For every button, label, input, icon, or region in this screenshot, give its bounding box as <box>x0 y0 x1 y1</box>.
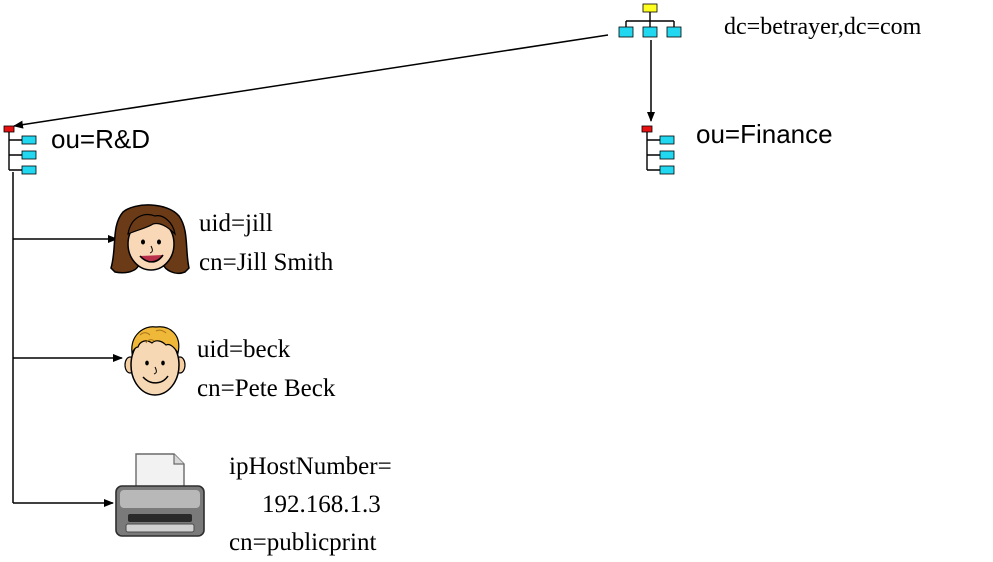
ou-rnd-node[interactable]: ou=R&D <box>3 124 150 175</box>
directory-tree-icon <box>618 3 682 38</box>
entry-jill[interactable]: uid=jill cn=Jill Smith <box>110 204 334 276</box>
entry-printer[interactable]: ipHostNumber= 192.168.1.3 cn=publicprint <box>115 453 392 556</box>
entry-printer-attr: ipHostNumber= <box>229 453 392 480</box>
entry-beck-cn: cn=Pete Beck <box>197 375 336 402</box>
ou-rnd-label: ou=R&D <box>51 124 150 154</box>
root-node[interactable]: dc=betrayer,dc=com <box>618 3 922 40</box>
printer-icon <box>115 453 205 537</box>
man-avatar-icon <box>124 326 186 396</box>
entry-printer-cn: cn=publicprint <box>229 529 376 556</box>
org-unit-icon <box>3 125 37 175</box>
root-label: dc=betrayer,dc=com <box>724 14 922 40</box>
entry-jill-cn: cn=Jill Smith <box>199 249 334 276</box>
woman-avatar-icon <box>110 204 190 275</box>
edge-root-to-rnd <box>13 34 609 129</box>
entry-beck[interactable]: uid=beck cn=Pete Beck <box>124 326 336 402</box>
ou-finance-node[interactable]: ou=Finance <box>641 119 833 175</box>
org-unit-icon <box>641 125 675 175</box>
entry-beck-uid: uid=beck <box>197 336 291 363</box>
ou-finance-label: ou=Finance <box>696 119 833 149</box>
entry-printer-ip: 192.168.1.3 <box>262 491 381 518</box>
entry-jill-uid: uid=jill <box>199 210 273 237</box>
